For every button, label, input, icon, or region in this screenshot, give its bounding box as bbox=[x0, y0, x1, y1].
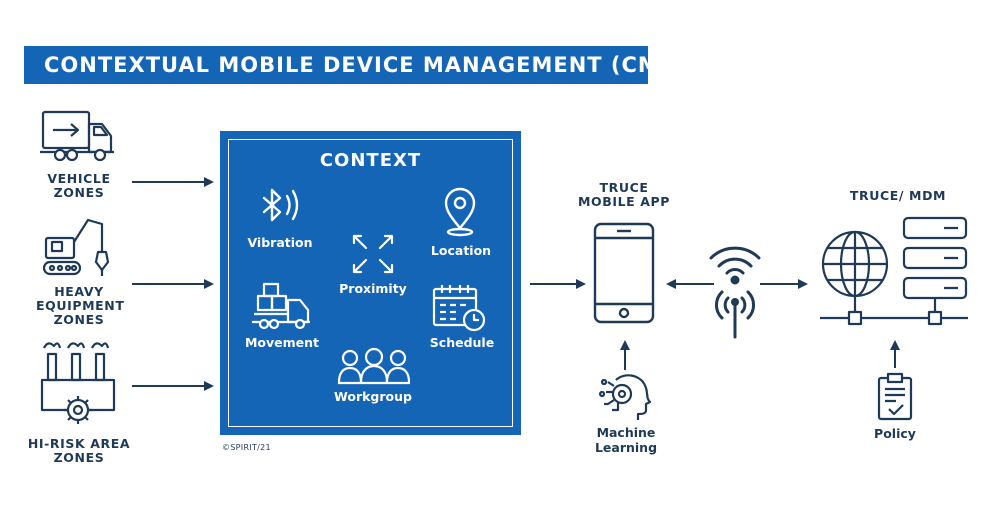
context-box-border bbox=[228, 139, 513, 427]
arrow-heavy-to-context bbox=[132, 279, 214, 289]
context-item-location: Location bbox=[430, 243, 492, 258]
workgroup-people-icon bbox=[337, 347, 411, 385]
arrow-wifi-to-mdm bbox=[760, 279, 808, 289]
arrow-wifi-to-app bbox=[666, 279, 714, 289]
context-item-proximity: Proximity bbox=[339, 281, 407, 296]
globe-server-network-icon bbox=[820, 216, 968, 326]
arrow-context-to-app bbox=[530, 279, 586, 289]
factory-gear-icon bbox=[40, 342, 116, 424]
smartphone-icon bbox=[593, 222, 655, 324]
arrow-ml-to-app bbox=[620, 340, 630, 370]
location-pin-icon bbox=[444, 187, 476, 237]
wifi-signal-icon bbox=[709, 246, 761, 339]
copyright-text: ©SPIRIT/21 bbox=[222, 443, 271, 452]
zone-label-vehicle: VEHICLE ZONES bbox=[47, 171, 111, 200]
mdm-label: TRUCE/ MDM bbox=[849, 188, 947, 203]
arrow-policy-to-mdm bbox=[890, 340, 900, 368]
context-item-schedule: Schedule bbox=[429, 335, 495, 350]
context-item-vibration: Vibration bbox=[247, 235, 313, 250]
truck-icon bbox=[40, 110, 114, 162]
policy-clipboard-icon bbox=[877, 372, 913, 421]
proximity-arrows-icon bbox=[352, 234, 394, 274]
zone-label-hi-risk: HI-RISK AREA ZONES bbox=[27, 436, 131, 465]
context-item-movement: Movement bbox=[244, 335, 320, 350]
machine-learning-label: Machine Learning bbox=[594, 425, 658, 455]
title-banner: CONTEXTUAL MOBILE DEVICE MANAGEMENT (CMD… bbox=[24, 46, 710, 84]
arrow-vehicle-to-context bbox=[132, 177, 214, 187]
schedule-calendar-icon bbox=[432, 285, 486, 332]
context-item-workgroup: Workgroup bbox=[334, 389, 412, 404]
machine-learning-head-icon bbox=[598, 374, 652, 420]
context-title: CONTEXT bbox=[319, 150, 422, 171]
policy-label: Policy bbox=[874, 426, 916, 441]
arrow-hirisk-to-context bbox=[132, 381, 214, 391]
excavator-icon bbox=[42, 218, 110, 276]
zone-label-heavy-equipment: HEAVY EQUIPMENT ZONES bbox=[36, 284, 125, 327]
banner-title: CONTEXTUAL MOBILE DEVICE MANAGEMENT (CMD… bbox=[44, 53, 711, 77]
mobile-app-label: TRUCE MOBILE APP bbox=[577, 180, 671, 209]
movement-truck-icon bbox=[252, 282, 310, 330]
bluetooth-vibration-icon bbox=[262, 188, 299, 222]
